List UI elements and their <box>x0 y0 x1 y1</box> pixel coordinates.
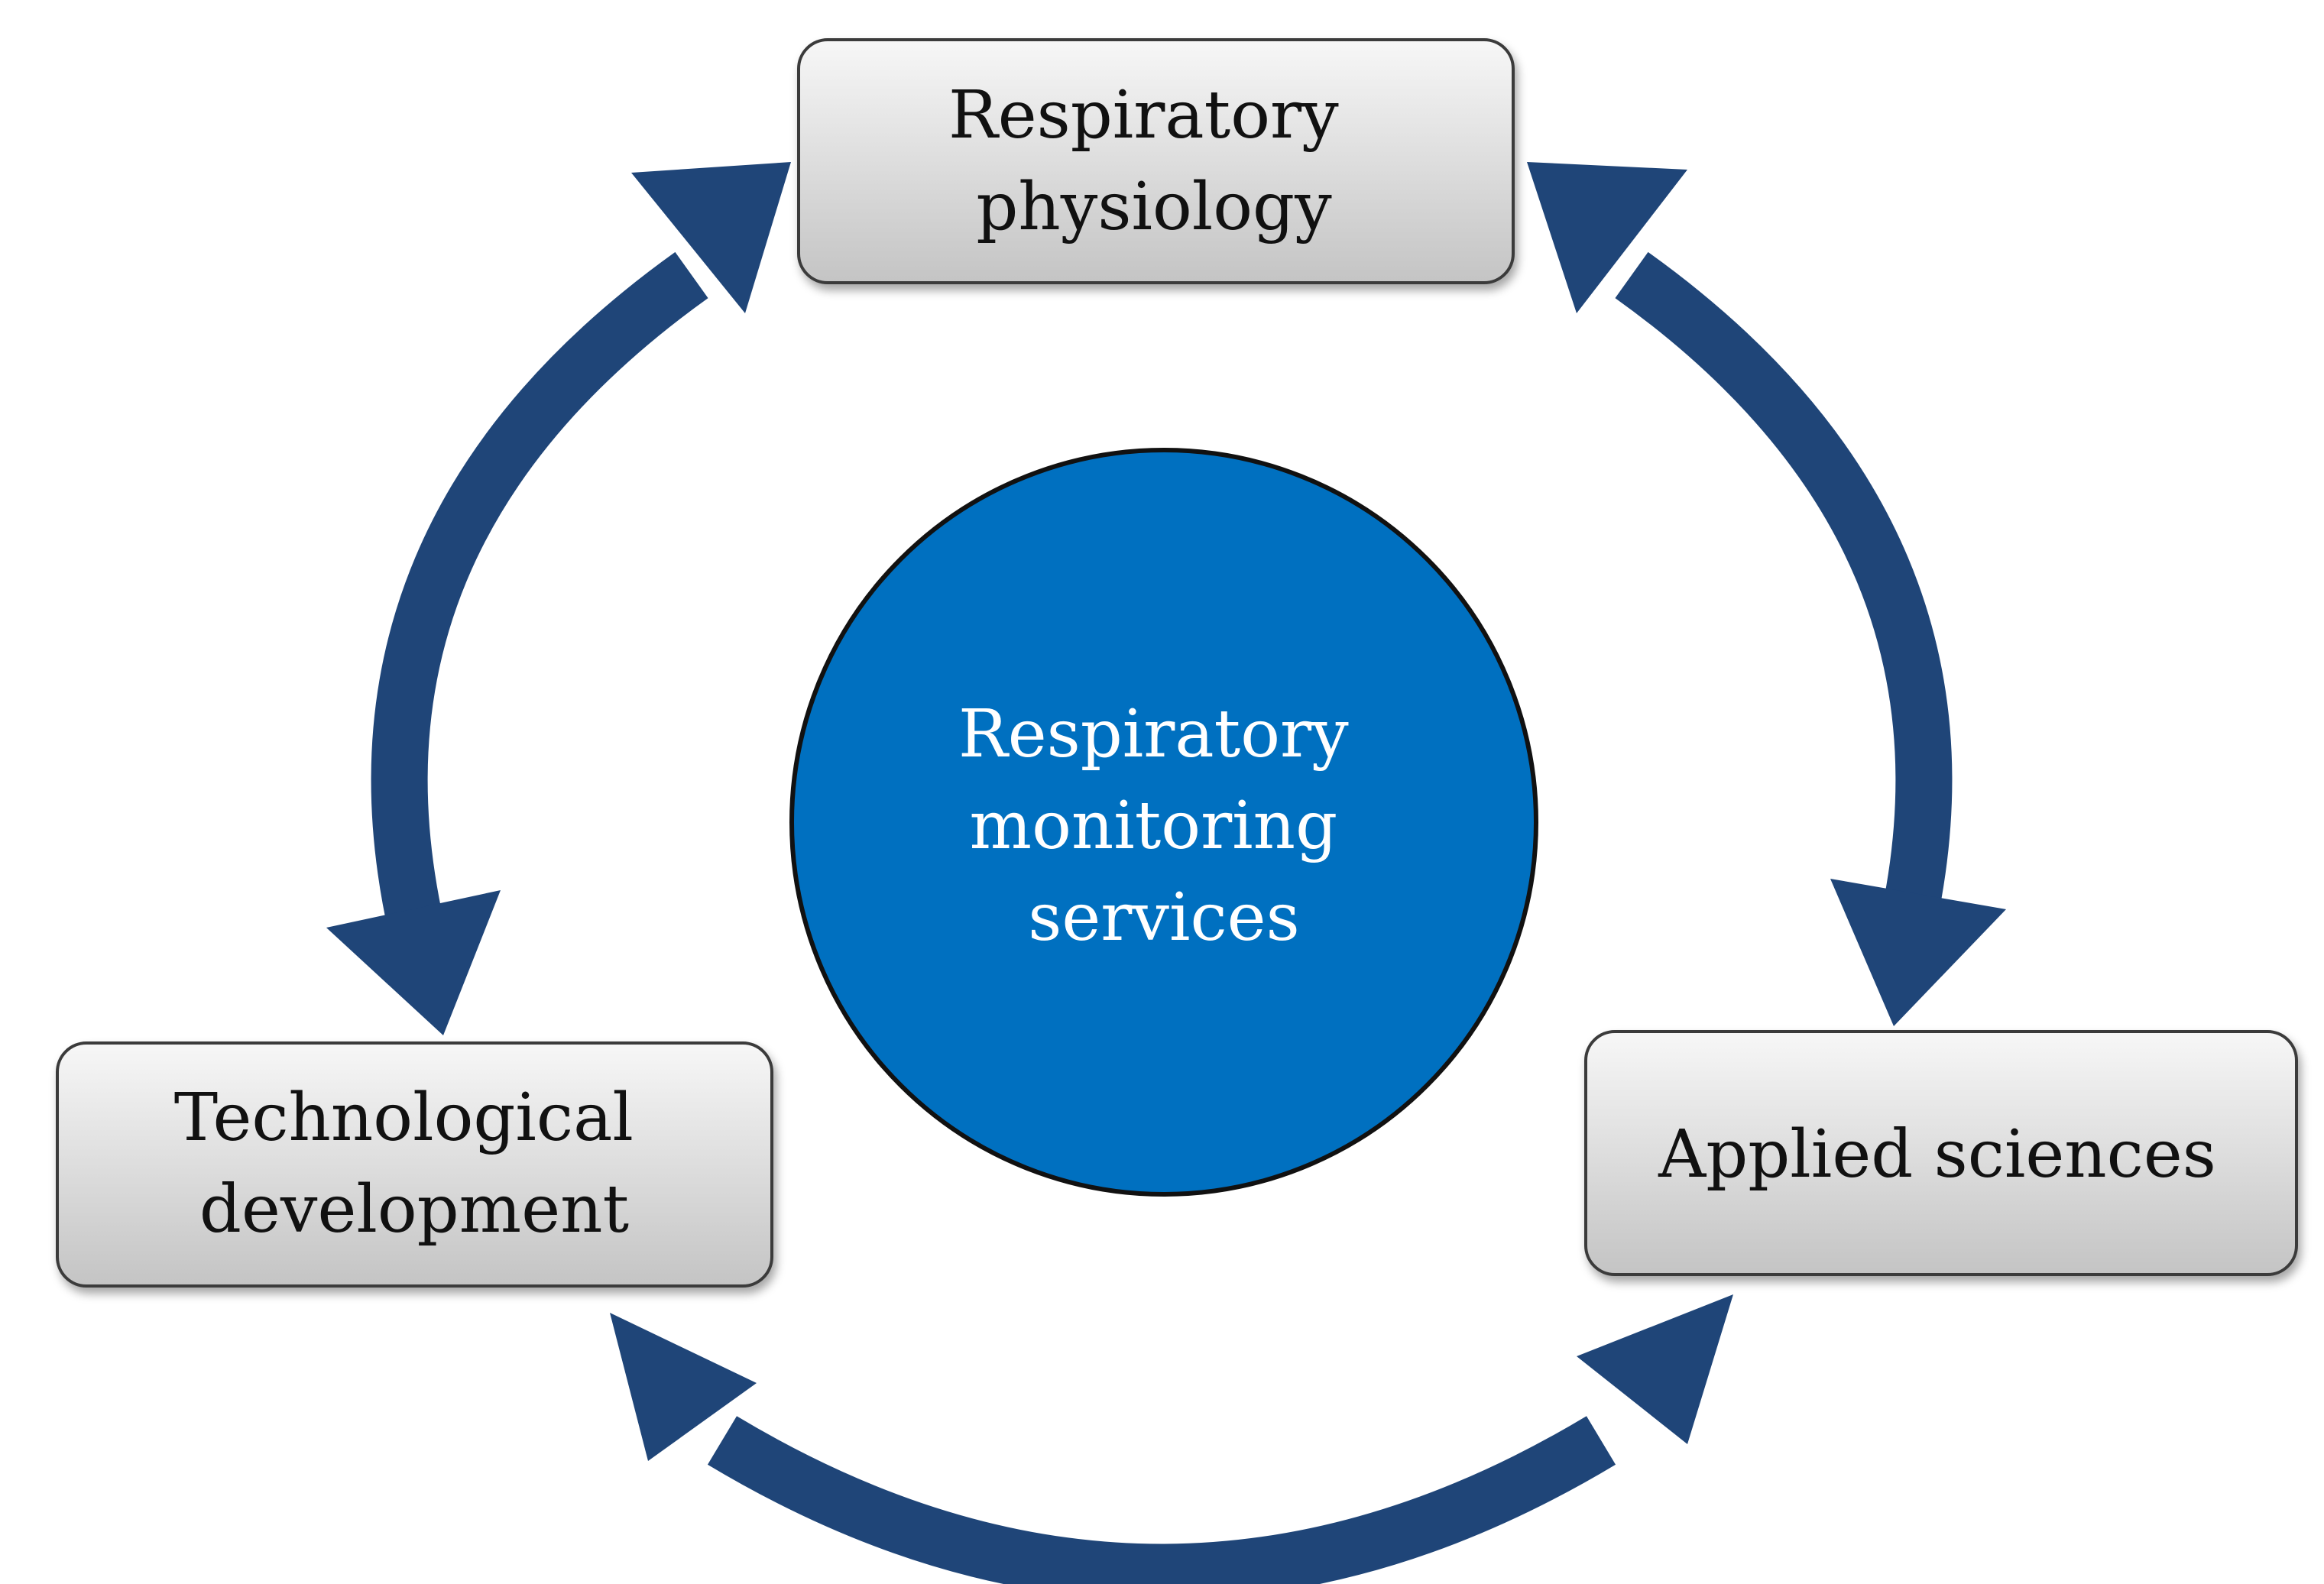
node-label-line-1: Technological <box>174 1080 634 1156</box>
node-box <box>56 1041 773 1288</box>
arrowhead-to-applied <box>1577 1294 1733 1444</box>
center-node: Respiratory monitoring services <box>789 448 1538 1197</box>
node-applied-sciences: Applied sciences <box>1584 1030 2298 1276</box>
node-box <box>1584 1030 2298 1276</box>
arrowhead-to-technological <box>326 890 501 1035</box>
arrowhead-to-technological <box>610 1313 757 1461</box>
arrow-technological-applied <box>610 1294 1733 1584</box>
node-label: Applied sciences <box>1658 1116 2216 1193</box>
arrowhead-to-physiology <box>631 162 791 313</box>
center-label-line-3: services <box>1028 879 1299 956</box>
node-label: Technological development <box>174 1080 654 1248</box>
node-label-line-2: physiology <box>976 169 1332 245</box>
arrow-shaft <box>707 1416 1616 1584</box>
node-label-line-2: development <box>199 1171 629 1248</box>
arrow-shaft <box>1615 251 1953 935</box>
node-box <box>797 38 1515 284</box>
node-respiratory-physiology: Respiratory physiology <box>797 38 1515 284</box>
arrowhead-to-physiology <box>1527 162 1687 313</box>
arrow-shaft <box>371 251 708 935</box>
center-label-line-1: Respiratory <box>958 696 1349 773</box>
node-label-line-1: Respiratory <box>948 77 1339 154</box>
arrow-physiology-technological <box>326 162 791 1035</box>
center-label-line-2: monitoring <box>970 788 1338 864</box>
arrow-physiology-applied <box>1527 162 2006 1026</box>
node-label: Respiratory physiology <box>948 77 1360 245</box>
center-circle <box>789 448 1538 1197</box>
center-label: Respiratory monitoring services <box>958 696 1369 956</box>
node-label-line-1: Applied sciences <box>1658 1116 2216 1193</box>
node-technological-development: Technological development <box>56 1041 773 1288</box>
arrowhead-to-applied <box>1830 879 2006 1026</box>
